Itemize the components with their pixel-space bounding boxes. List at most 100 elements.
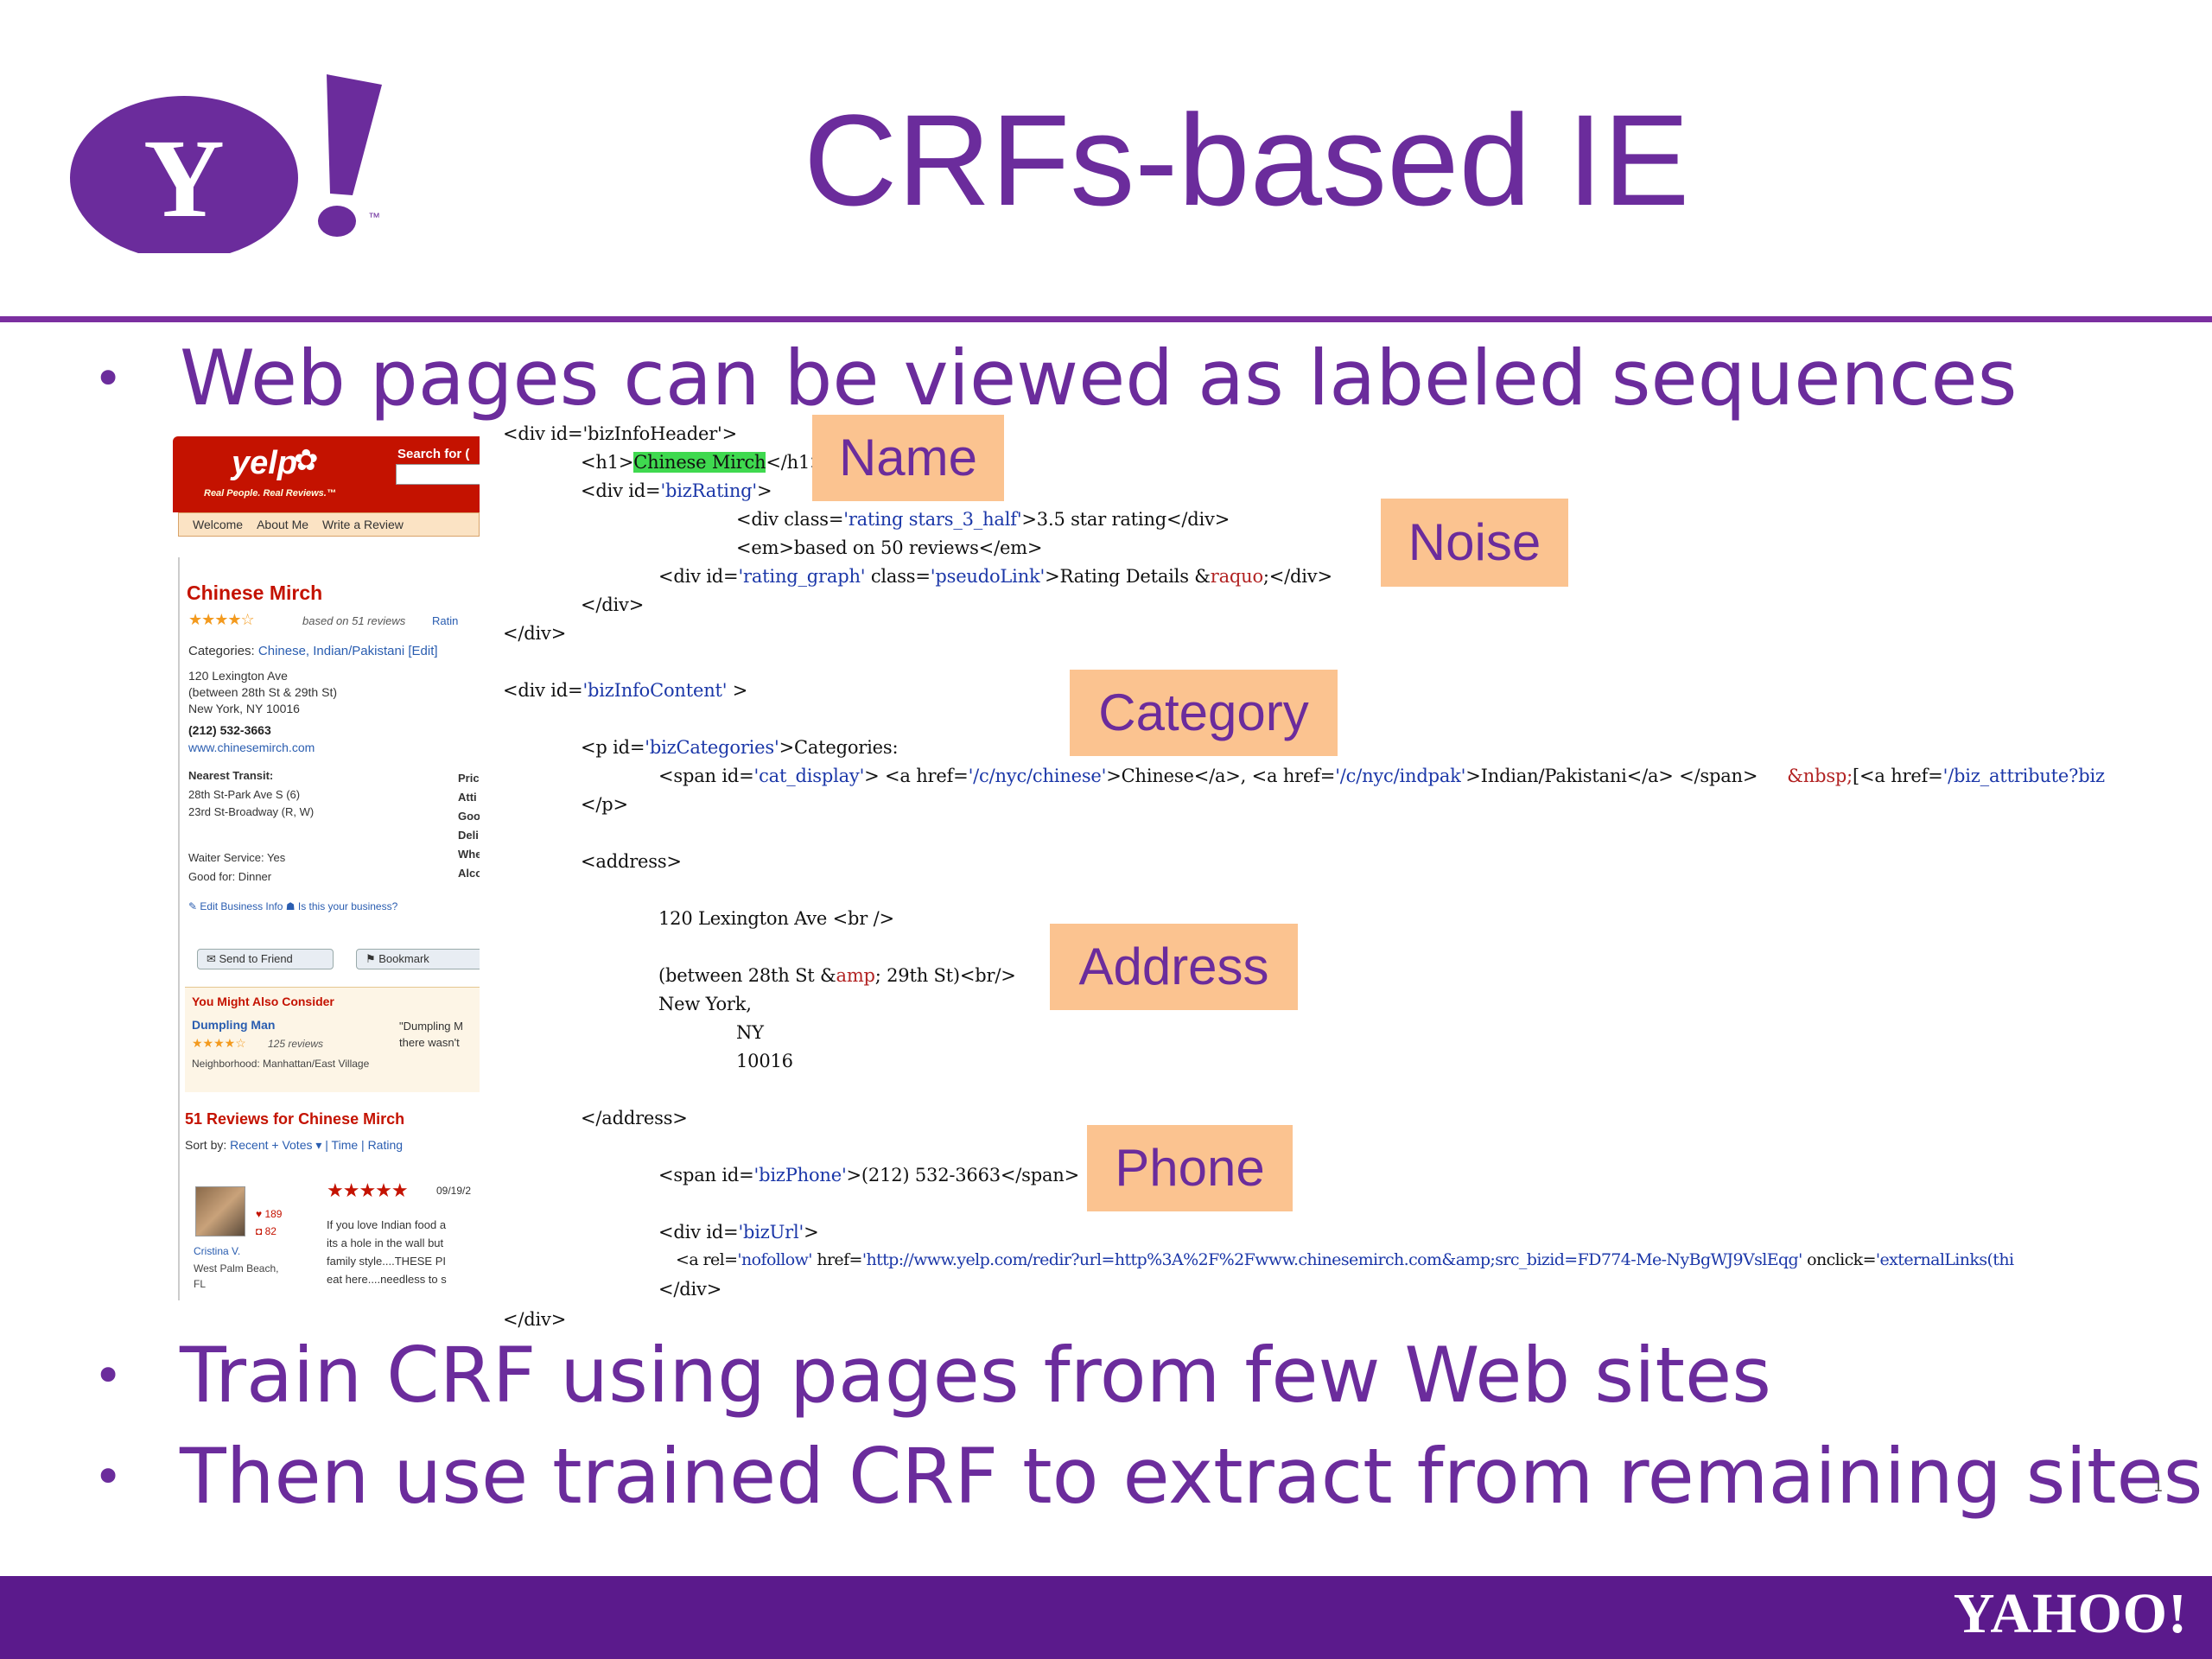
code-line: </div> (503, 623, 566, 644)
code-text: <span id= (658, 1165, 754, 1185)
yelp-attr: Goo (458, 810, 480, 823)
code-text: > <a href= (864, 766, 969, 786)
yelp-sort-links[interactable]: Recent + Votes ▾ | Time | Rating (230, 1138, 404, 1152)
review-date: 09/19/2 (436, 1185, 472, 1197)
yelp-bookmark-button[interactable]: ⚑ Bookmark (356, 949, 480, 969)
code-line: 120 Lexington Ave <br /> (658, 908, 894, 929)
reviewer-counts: ♥ 189 ◘ 82 (256, 1208, 283, 1237)
code-entity: amp (836, 965, 875, 986)
yelp-flower-icon: ✿ (294, 444, 319, 477)
code-text: >Indian/Pakistani</a> </span> (1465, 766, 1758, 786)
yelp-good-for: Good for: Dinner (188, 870, 272, 883)
code-text: class= (865, 566, 931, 587)
slide-title: CRFs-based IE (804, 87, 1690, 232)
code-text: >Chinese</a>, <a href= (1106, 766, 1336, 786)
yelp-categories-edit[interactable]: [Edit] (408, 644, 438, 658)
code-text: <div id='bizInfoHeader'> (503, 423, 738, 444)
code-string: '/biz_attribute?biz (1942, 766, 2105, 786)
yelp-attr: Deli (458, 829, 479, 842)
code-text: <a rel= (676, 1250, 738, 1269)
code-string: 'bizUrl' (738, 1222, 804, 1243)
yelp-waiter-service: Waiter Service: Yes (188, 851, 286, 864)
code-text: ; 29th St)<br/> (874, 965, 1016, 986)
footer-bar (0, 1576, 2212, 1659)
code-text: >Categories: (779, 737, 899, 758)
yelp-also-consider-quote: "Dumpling M there wasn't (399, 1018, 463, 1051)
yelp-address-line: 120 Lexington Ave (188, 669, 288, 683)
review-text: If you love Indian food a its a hole in … (327, 1216, 447, 1288)
yelp-reviews-heading: 51 Reviews for Chinese Mirch (185, 1110, 405, 1128)
yelp-also-consider-reviews: 125 reviews (268, 1038, 324, 1050)
yelp-rating-link[interactable]: Ratin (432, 614, 459, 627)
code-line: <p id='bizCategories'>Categories: (581, 737, 899, 758)
yahoo-logo: Y ™ (70, 74, 382, 253)
code-text: > (727, 680, 748, 701)
bullet-glyph: • (93, 1447, 124, 1506)
code-string: '/c/nyc/indpak' (1335, 766, 1466, 786)
review-text-line: family style....THESE PI (327, 1255, 446, 1268)
code-text: <div id= (581, 480, 661, 501)
bullet-glyph: • (93, 1346, 124, 1405)
code-text: <span id= (658, 766, 754, 786)
code-text: > (804, 1222, 819, 1243)
code-string: 'bizPhone' (753, 1165, 847, 1185)
code-line: (between 28th St &amp; 29th St)<br/> (658, 965, 1016, 986)
code-line: <div id='bizUrl'> (658, 1222, 819, 1243)
bullet-text: Train CRF using pages from few Web sites (180, 1331, 1772, 1420)
title-divider (0, 316, 2212, 322)
reviewer-location: West Palm Beach, FL (194, 1261, 278, 1292)
code-text: <p id= (581, 737, 645, 758)
code-line: <div id='bizInfoHeader'> (503, 423, 737, 444)
code-entity: raquo (1210, 566, 1263, 587)
code-string: 'rating stars_3_half' (843, 509, 1022, 530)
yelp-review-count: based on 51 reviews (302, 614, 406, 627)
yelp-service-info: Waiter Service: Yes Good for: Dinner (188, 849, 285, 887)
yelp-nav-write-review[interactable]: Write a Review (322, 518, 404, 531)
code-string: 'cat_display' (753, 766, 865, 786)
footer-yahoo-logo: YAHOO! (1953, 1582, 2188, 1645)
code-line: NY (736, 1022, 764, 1043)
code-text: > (756, 480, 772, 501)
reviewer-avatar[interactable] (195, 1186, 245, 1236)
code-line: </address> (581, 1108, 688, 1128)
code-text: href= (811, 1250, 862, 1269)
yelp-nav-about[interactable]: About Me (257, 518, 309, 531)
label-noise: Noise (1381, 499, 1568, 587)
reviewer-name[interactable]: Cristina V. (194, 1245, 241, 1257)
yelp-attributes-column: Pric Atti Goo Deli Whe Alco (458, 769, 480, 883)
yelp-quote-line: "Dumpling M (399, 1020, 463, 1033)
code-line: <em>based on 50 reviews</em> (736, 537, 1042, 558)
code-string: 'bizInfoContent' (582, 680, 728, 701)
yelp-tagline: Real People. Real Reviews.™ (204, 488, 336, 499)
yelp-nav-welcome[interactable]: Welcome (193, 518, 244, 531)
bullet-text: Web pages can be viewed as labeled seque… (180, 334, 2018, 423)
label-address: Address (1050, 924, 1298, 1010)
code-text: </div> (503, 1309, 567, 1330)
code-line: 10016 (736, 1051, 793, 1071)
bullet-text: Then use trained CRF to extract from rem… (180, 1432, 2203, 1521)
yelp-website-link[interactable]: www.chinesemirch.com (188, 741, 315, 754)
code-text: </div> (503, 623, 567, 644)
code-text: <div class= (736, 509, 844, 530)
yelp-search-input[interactable] (396, 464, 480, 485)
code-string: 'externalLinks(thi (1875, 1250, 2014, 1269)
code-line: <h1>Chinese Mirch</h1> (581, 452, 825, 473)
yelp-also-consider-link[interactable]: Dumpling Man (192, 1018, 276, 1032)
code-text: </div> (658, 1279, 722, 1300)
reviewer-location-line: West Palm Beach, (194, 1262, 279, 1274)
yelp-send-to-friend-button[interactable]: ✉ Send to Friend (197, 949, 334, 969)
yelp-rating-stars: ★★★★☆ (188, 611, 255, 628)
code-text: (between 28th St & (658, 965, 836, 986)
code-line: <div class='rating stars_3_half'>3.5 sta… (736, 509, 1230, 530)
code-text: >3.5 star rating</div> (1021, 509, 1230, 530)
yelp-biz-name[interactable]: Chinese Mirch (187, 582, 323, 604)
yelp-category-links[interactable]: Chinese, Indian/Pakistani (257, 644, 405, 658)
label-phone: Phone (1087, 1125, 1293, 1211)
yelp-categories-label: Categories: (188, 644, 255, 658)
logo-tm: ™ (368, 210, 380, 224)
code-line: <address> (581, 851, 682, 872)
code-string: 'bizRating' (660, 480, 757, 501)
yelp-edit-business-link[interactable]: ✎ Edit Business Info ☗ Is this your busi… (188, 900, 398, 912)
code-text: <address> (581, 851, 682, 872)
review-text-line: eat here....needless to s (327, 1273, 447, 1286)
